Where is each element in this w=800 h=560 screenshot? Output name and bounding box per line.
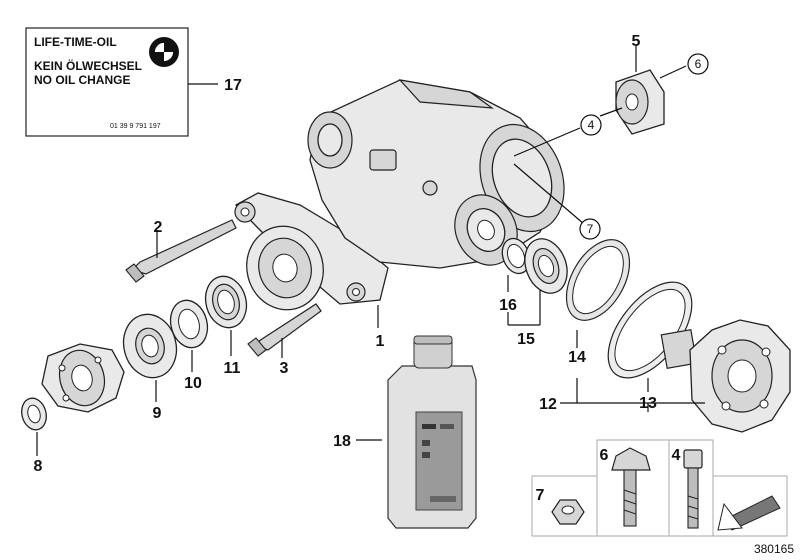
- callout-11: 11: [224, 360, 241, 377]
- callout-labels: 17 2 1 3 11 10 9 8 5 16 15 14 12 13 18 6…: [34, 33, 795, 556]
- callout-3: 3: [280, 360, 289, 377]
- callout-1: 1: [376, 333, 385, 350]
- dust-cover-9: [122, 313, 178, 379]
- bolt-2: [125, 219, 237, 283]
- callout-13: 13: [639, 395, 657, 412]
- callout-4-circled: 4: [588, 118, 595, 132]
- callout-8: 8: [34, 458, 43, 475]
- flange-bolt-icon: [611, 447, 651, 527]
- callout-12: 12: [539, 396, 557, 413]
- sticker-line1: KEIN ÖLWECHSEL: [34, 58, 142, 73]
- input-flange: [246, 225, 324, 311]
- sticker-line2: NO OIL CHANGE: [34, 73, 130, 87]
- output-flange-left: [41, 343, 125, 413]
- seal-16: [501, 237, 531, 275]
- callout-6-circled: 6: [695, 57, 702, 71]
- hex-bolt-icon: [683, 449, 703, 529]
- bolt-3: [247, 303, 322, 357]
- legend-7: 7: [536, 487, 545, 504]
- oil-bottle: [387, 335, 477, 529]
- bmw-roundel-icon: [149, 37, 179, 67]
- callout-2: 2: [154, 219, 163, 236]
- sticker-title: LIFE-TIME-OIL: [34, 35, 117, 49]
- callout-14: 14: [568, 349, 586, 366]
- diagram-id: 380165: [754, 542, 794, 556]
- callout-17: 17: [224, 77, 242, 94]
- callout-16: 16: [499, 297, 517, 314]
- lifetime-oil-sticker: LIFE-TIME-OIL KEIN ÖLWECHSEL NO OIL CHAN…: [25, 27, 189, 137]
- callout-15: 15: [517, 331, 535, 348]
- arrow-icon: [717, 495, 781, 531]
- callout-18: 18: [333, 433, 351, 450]
- output-flange-right: [660, 319, 791, 433]
- callout-5: 5: [632, 33, 641, 50]
- callout-10: 10: [184, 375, 202, 392]
- mount-bushing-5: [615, 69, 665, 135]
- legend-4: 4: [672, 447, 681, 464]
- washer-10: [169, 299, 209, 349]
- callout-7-circled: 7: [587, 222, 594, 236]
- seal-15: [524, 238, 568, 294]
- hardware-legend-box: [531, 439, 788, 537]
- sticker-part-number: 01 39 9 791 197: [110, 123, 161, 130]
- legend-6: 6: [600, 447, 609, 464]
- callout-9: 9: [153, 405, 162, 422]
- ring-8: [21, 397, 47, 431]
- shaft-seal-11: [204, 275, 248, 329]
- flange-nut-icon: [551, 499, 585, 525]
- seal-ring-14: [565, 239, 631, 321]
